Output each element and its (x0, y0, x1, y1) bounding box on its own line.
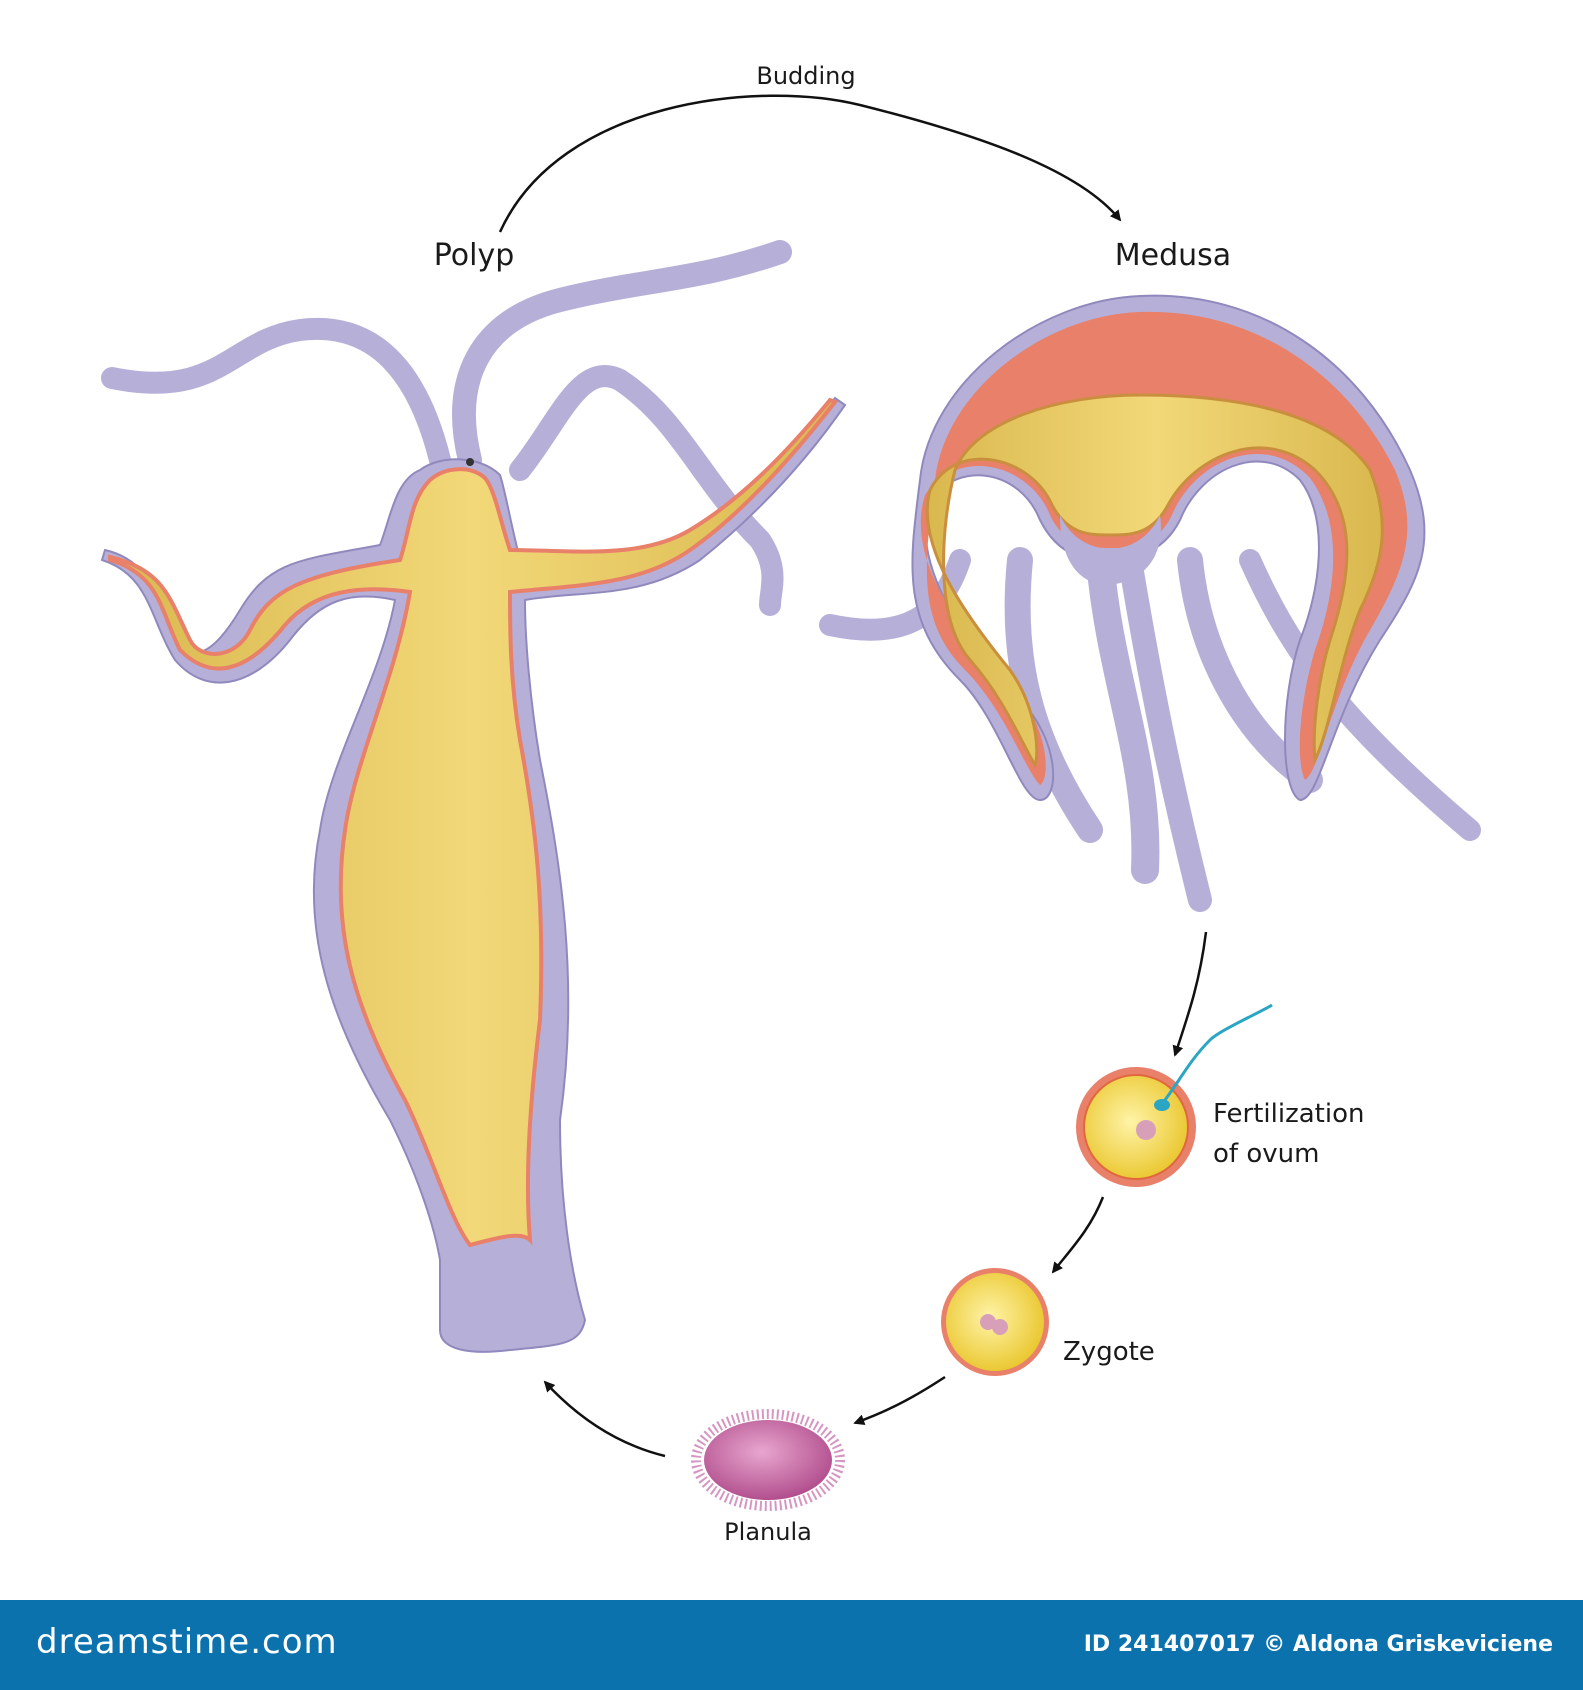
medusa-manubrium (1060, 515, 1161, 585)
budding-arrow (498, 94, 1122, 233)
fertilization-label-line1: Fertilization (1213, 1099, 1364, 1129)
medusa-to-ovum-arrow (1172, 931, 1208, 1057)
polyp-tentacle (101, 317, 451, 471)
medusa-tentacle (1004, 547, 1103, 843)
fertilization-label-line2: of ovum (1213, 1139, 1319, 1169)
medusa-tentacle (1086, 546, 1160, 884)
polyp-tentacle (452, 240, 792, 472)
polyp-illustration (100, 240, 847, 1353)
planula-larva (691, 1409, 845, 1511)
ovum-to-zygote-arrow (1051, 1196, 1105, 1274)
medusa-illustration (819, 294, 1481, 912)
budding-label: Budding (756, 62, 855, 90)
planula-to-polyp-arrow (543, 1380, 666, 1458)
medusa-tentacle (1118, 548, 1212, 912)
polyp-label: Polyp (434, 238, 515, 273)
sperm-tail (1163, 1003, 1273, 1101)
footer-logo: dreamstime.com (36, 1622, 338, 1662)
fertilized-ovum (1076, 1003, 1273, 1187)
medusa-label: Medusa (1115, 238, 1231, 273)
polyp-gastric-cavity (108, 397, 839, 1248)
zygote-cell (941, 1268, 1049, 1376)
life-cycle-diagram: Budding Polyp Medusa Fertilization of ov… (100, 62, 1481, 1546)
planula-label: Planula (724, 1518, 812, 1546)
watermark-footer: dreamstime.com ID 241407017 © Aldona Gri… (0, 1600, 1583, 1690)
medusa-gastrovascular-cavity (925, 393, 1384, 769)
footer-credit: ID 241407017 © Aldona Griskeviciene (1083, 1632, 1553, 1657)
zygote-to-planula-arrow (853, 1375, 946, 1426)
zygote-label: Zygote (1063, 1337, 1155, 1367)
medusa-tentacle (819, 549, 971, 641)
polyp-tentacle (509, 365, 784, 616)
